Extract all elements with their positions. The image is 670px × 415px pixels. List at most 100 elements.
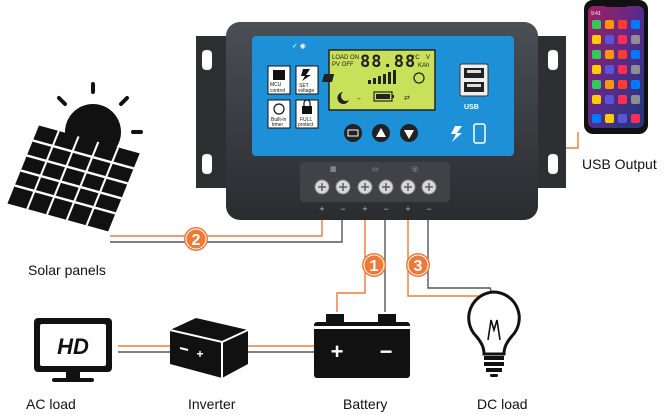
terminal-signs: + − + − + − xyxy=(319,204,431,214)
app-icon xyxy=(592,95,601,104)
lcd-unit-v: V xyxy=(426,55,430,61)
set-voltage-icon: SET voltage xyxy=(295,65,319,95)
lcd-moon-icon xyxy=(337,92,349,104)
svg-text:FULL: FULL xyxy=(300,117,312,123)
label-inverter: Inverter xyxy=(188,396,236,412)
app-icon xyxy=(618,95,627,104)
usb-ports xyxy=(459,63,489,97)
terminal-sign: + xyxy=(405,204,410,214)
label-ac-load: AC load xyxy=(26,396,76,412)
app-icon xyxy=(618,20,627,29)
inverter-icon: + xyxy=(169,318,249,378)
svg-text:◎: ◎ xyxy=(412,166,418,173)
dock-icon xyxy=(618,114,627,123)
app-icon xyxy=(592,35,601,44)
mount-tab-left xyxy=(196,36,235,188)
phone-small-icon xyxy=(473,123,486,144)
charge-controller: ✓ ◉ LOAD ON PV OFF 88.88 °C V KAh xyxy=(196,22,566,220)
lcd-load-on: LOAD ON xyxy=(332,55,359,61)
svg-text:Built-in: Built-in xyxy=(271,117,287,123)
hd-badge: HD xyxy=(57,334,89,359)
marker-load: 3 xyxy=(406,253,430,277)
svg-text:SET: SET xyxy=(299,83,309,89)
battery-minus: − xyxy=(380,339,393,364)
mcu-label: MCU xyxy=(270,82,282,88)
lcd-bulb-icon xyxy=(413,72,425,84)
svg-text:+: + xyxy=(196,347,203,361)
terminal-screws xyxy=(314,179,437,195)
dock-icon xyxy=(605,114,614,123)
app-grid xyxy=(592,20,640,123)
svg-text:control: control xyxy=(270,88,285,94)
app-icon xyxy=(605,50,614,59)
lcd-unit-temp: °C xyxy=(413,55,420,61)
marker-solar: 2 xyxy=(184,227,208,251)
app-icon xyxy=(631,35,640,44)
app-icon xyxy=(592,80,601,89)
light-bulb-icon xyxy=(467,290,521,377)
lcd-level-bars xyxy=(368,70,396,84)
app-icon xyxy=(631,20,640,29)
app-icon xyxy=(605,80,614,89)
lcd-battery-icon xyxy=(373,91,394,102)
app-icon xyxy=(631,95,640,104)
label-dc-load: DC load xyxy=(477,396,528,412)
label-usb-output: USB Output xyxy=(582,156,657,172)
label-solar-panels: Solar panels xyxy=(28,262,106,278)
lcd-unit-kah: KAh xyxy=(418,63,429,69)
lightning-icon xyxy=(451,126,462,142)
app-icon xyxy=(618,80,627,89)
timer-icon: Built-in timer xyxy=(267,99,291,129)
app-icon xyxy=(618,65,627,74)
svg-text:⇄: ⇄ xyxy=(404,95,410,102)
solar-panel-icon xyxy=(7,82,143,232)
svg-text:1: 1 xyxy=(370,258,379,275)
wire-battery-positive xyxy=(336,212,366,312)
full-protect-icon: FULL protect xyxy=(295,99,319,129)
lcd-digits: 88.88 xyxy=(360,52,416,72)
app-icon xyxy=(631,65,640,74)
app-icon xyxy=(592,20,601,29)
down-button[interactable] xyxy=(400,124,418,142)
terminal-sign: − xyxy=(383,204,388,214)
mcu-control-icon: MCU control xyxy=(267,65,291,95)
app-icon xyxy=(592,50,601,59)
dock-icon xyxy=(631,114,640,123)
svg-text:✓ ◉: ✓ ◉ xyxy=(292,43,306,50)
app-icon xyxy=(605,95,614,104)
svg-text:voltage: voltage xyxy=(298,88,314,94)
app-icon xyxy=(631,50,640,59)
label-battery: Battery xyxy=(343,396,388,412)
app-icon xyxy=(605,35,614,44)
battery-icon: + − xyxy=(314,314,410,378)
tv-icon: HD xyxy=(34,318,112,382)
terminal-sign: + xyxy=(319,204,324,214)
terminal-sign: − xyxy=(340,204,345,214)
marker-battery: 1 xyxy=(362,253,386,277)
up-button[interactable] xyxy=(372,124,390,142)
phone-time: 9:41 xyxy=(591,11,601,17)
svg-text:→: → xyxy=(355,95,362,102)
svg-text:protect: protect xyxy=(298,122,314,128)
menu-button[interactable] xyxy=(344,124,362,142)
svg-text:▭: ▭ xyxy=(372,166,379,173)
terminal-sign: − xyxy=(426,204,431,214)
app-icon xyxy=(618,50,627,59)
svg-text:timer: timer xyxy=(272,122,283,128)
battery-plus: + xyxy=(331,339,344,364)
lcd-pv-off: PV OFF xyxy=(332,62,354,68)
app-icon xyxy=(605,65,614,74)
terminal-sign: + xyxy=(362,204,367,214)
svg-text:2: 2 xyxy=(192,232,201,249)
usb-label: USB xyxy=(464,104,479,111)
lcd-screen xyxy=(328,49,436,111)
svg-text:3: 3 xyxy=(414,258,423,275)
dock-icon xyxy=(592,114,601,123)
app-icon xyxy=(592,65,601,74)
smartphone-icon: 9:41 xyxy=(584,0,648,134)
lcd-sun-icon xyxy=(322,74,335,82)
app-icon xyxy=(618,35,627,44)
svg-text:▦: ▦ xyxy=(330,166,337,173)
app-icon xyxy=(631,80,640,89)
